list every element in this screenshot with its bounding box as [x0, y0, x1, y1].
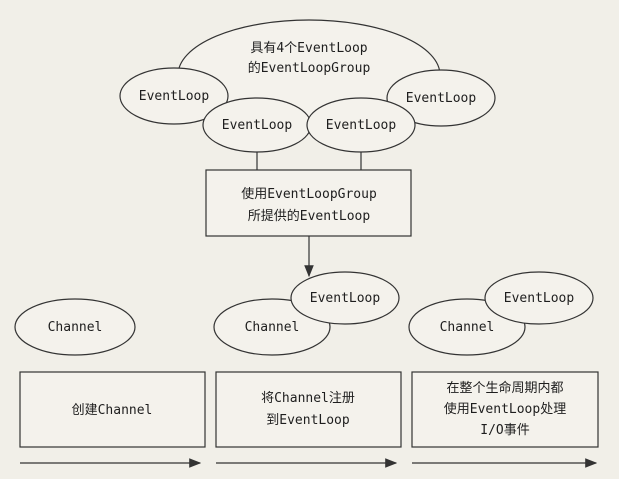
step-2-line1: 将Channel注册 [261, 391, 355, 406]
group-title-line2: 的EventLoopGroup [248, 60, 371, 76]
channel-label-2: Channel [245, 320, 300, 335]
eventloop-ellipse-right [386, 69, 496, 127]
eventloop-label-left: EventLoop [139, 89, 210, 104]
eventloop-ellipse-left [119, 67, 229, 125]
group-title-line1: 具有4个EventLoop [250, 41, 367, 56]
eventloop-label-bottom-right: EventLoop [326, 118, 397, 133]
step-2-line2: 到EventLoop [266, 413, 350, 428]
channel-ellipse-1 [14, 298, 136, 356]
step-3-line2: 使用EventLoop处理 [444, 401, 566, 417]
step-box-create [19, 371, 206, 448]
channel-3-eventloop-ellipse [484, 271, 594, 325]
step-3-line3: I/O事件 [480, 423, 529, 438]
eventloop-label-bottom-left: EventLoop [222, 118, 293, 133]
channel-label-3: Channel [440, 320, 495, 335]
channel-3-eventloop-label: EventLoop [504, 291, 575, 306]
channel-2-eventloop-label: EventLoop [310, 291, 381, 306]
channel-2-eventloop-ellipse [290, 271, 400, 325]
step-box-register [215, 371, 402, 448]
use-box-line1: 使用EventLoopGroup [241, 186, 377, 202]
step-1-text: 创建Channel [72, 403, 153, 418]
use-box-line2: 所提供的EventLoop [248, 208, 371, 224]
channel-label-1: Channel [48, 320, 103, 335]
step-3-line1: 在整个生命周期内都 [446, 380, 563, 396]
eventloop-label-right: EventLoop [406, 91, 477, 106]
step-box-process [411, 371, 599, 448]
use-eventloop-box [205, 169, 412, 237]
